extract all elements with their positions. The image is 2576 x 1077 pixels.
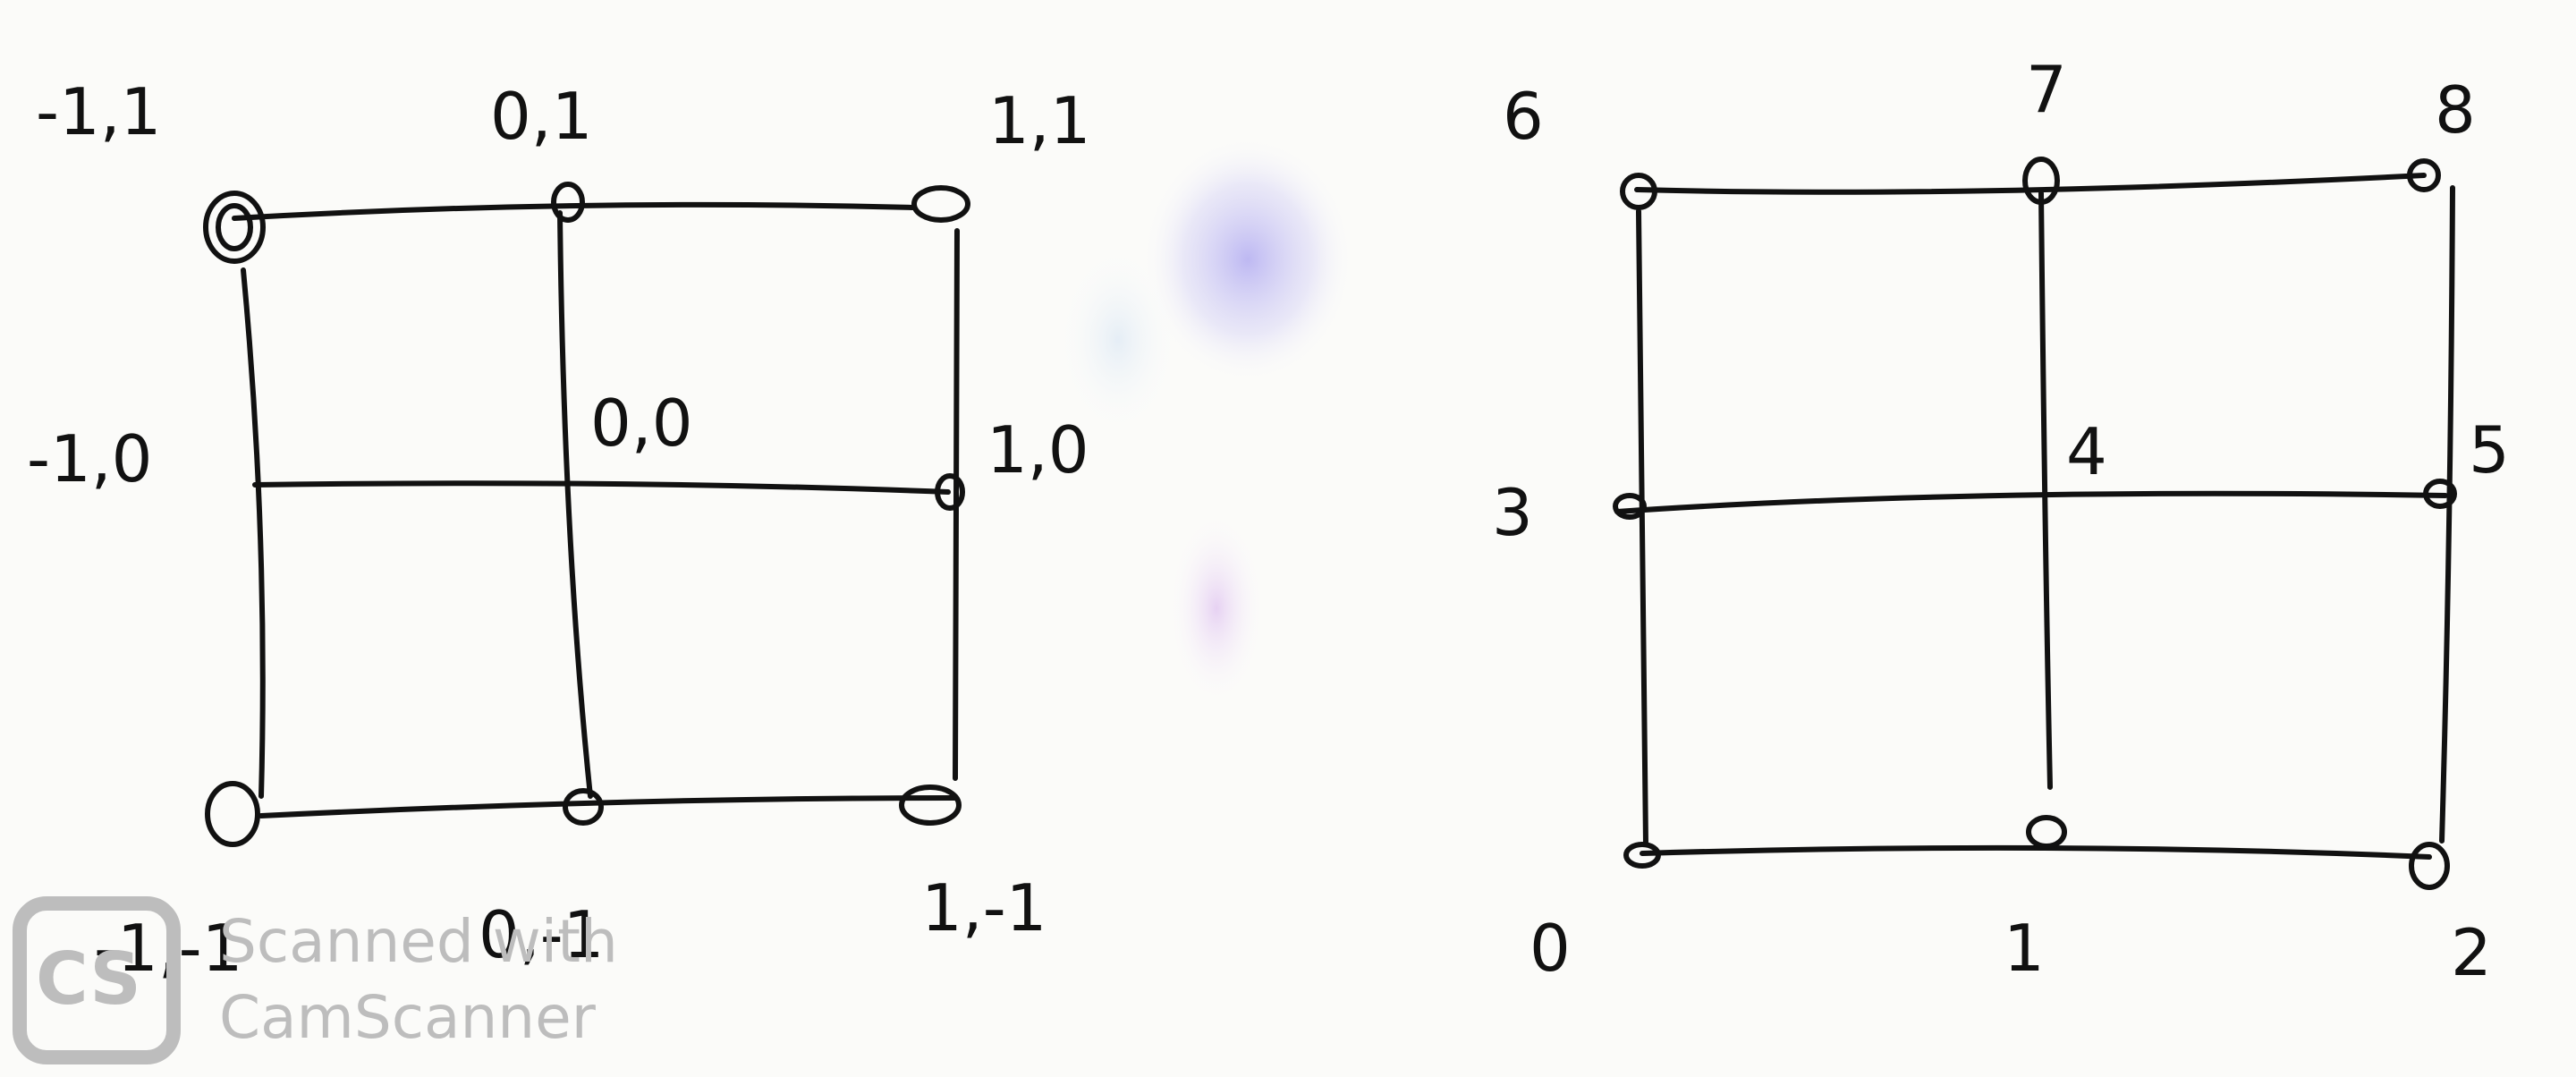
label-mid-right: 1,0 bbox=[987, 412, 1089, 488]
camscanner-logo-icon bbox=[13, 896, 181, 1064]
right-grid-right-line bbox=[2439, 185, 2455, 844]
label-node-1: 1 bbox=[2004, 911, 2045, 986]
node-circle bbox=[551, 182, 585, 223]
label-node-6: 6 bbox=[1503, 79, 1544, 154]
label-node-8: 8 bbox=[2435, 72, 2476, 148]
node-circle bbox=[2423, 479, 2457, 509]
node-circle bbox=[203, 191, 266, 264]
camscanner-logo-text: CS bbox=[36, 937, 141, 1021]
left-grid-bottom-line bbox=[258, 795, 958, 818]
node-circle bbox=[911, 185, 970, 223]
node-circle bbox=[1613, 493, 1647, 520]
label-node-4: 4 bbox=[2066, 414, 2107, 489]
right-grid-bottom-line bbox=[1640, 844, 2432, 860]
label-bottom-right: 1,-1 bbox=[921, 870, 1046, 946]
node-circle bbox=[2409, 842, 2450, 890]
left-grid-top-line bbox=[232, 201, 915, 221]
node-circle bbox=[1623, 842, 1661, 869]
ink-smudge bbox=[1055, 134, 1355, 707]
label-bottom-mid: 0,-1 bbox=[479, 897, 604, 972]
camscanner-watermark: CS Scanned with CamScanner bbox=[13, 896, 618, 1064]
node-circle bbox=[2407, 158, 2441, 192]
node-circle bbox=[216, 203, 253, 251]
right-grid-center-line bbox=[2038, 191, 2053, 790]
left-grid bbox=[232, 201, 960, 818]
watermark-line2: CamScanner bbox=[219, 983, 597, 1052]
node-circle bbox=[2022, 157, 2060, 205]
label-node-7: 7 bbox=[2026, 52, 2067, 127]
left-grid-labels: -1,1 0,1 1,1 -1,0 0,0 1,0 -1,-1 0,-1 1,-… bbox=[27, 74, 1091, 986]
node-circle bbox=[1620, 173, 1657, 210]
right-grid-nodes bbox=[1613, 157, 2457, 890]
node-circle bbox=[899, 784, 962, 826]
right-grid-labels: 6 7 8 3 4 5 0 1 2 bbox=[1492, 52, 2510, 990]
right-grid-top-line bbox=[1634, 173, 2427, 195]
label-top-mid: 0,1 bbox=[490, 79, 593, 154]
label-center: 0,0 bbox=[590, 386, 693, 461]
node-circle bbox=[2026, 815, 2067, 849]
left-grid-right-line bbox=[953, 228, 960, 781]
node-circle bbox=[563, 788, 604, 826]
node-circle bbox=[935, 473, 965, 511]
left-grid-left-line bbox=[241, 267, 266, 799]
left-grid-middle-line bbox=[252, 480, 951, 495]
label-node-3: 3 bbox=[1492, 475, 1533, 550]
left-grid-center-line bbox=[557, 210, 593, 799]
right-grid-middle-line bbox=[1614, 490, 2448, 514]
label-node-5: 5 bbox=[2469, 412, 2510, 488]
label-node-2: 2 bbox=[2451, 915, 2492, 990]
label-node-0: 0 bbox=[1530, 911, 1571, 986]
right-grid-left-line bbox=[1636, 208, 1648, 847]
label-mid-left: -1,0 bbox=[27, 421, 152, 496]
label-top-right: 1,1 bbox=[988, 83, 1091, 158]
watermark-line1: Scanned with bbox=[219, 907, 618, 976]
label-top-left: -1,1 bbox=[36, 74, 161, 149]
node-circle bbox=[205, 781, 260, 847]
left-grid-nodes bbox=[203, 182, 970, 847]
right-grid bbox=[1614, 173, 2455, 860]
